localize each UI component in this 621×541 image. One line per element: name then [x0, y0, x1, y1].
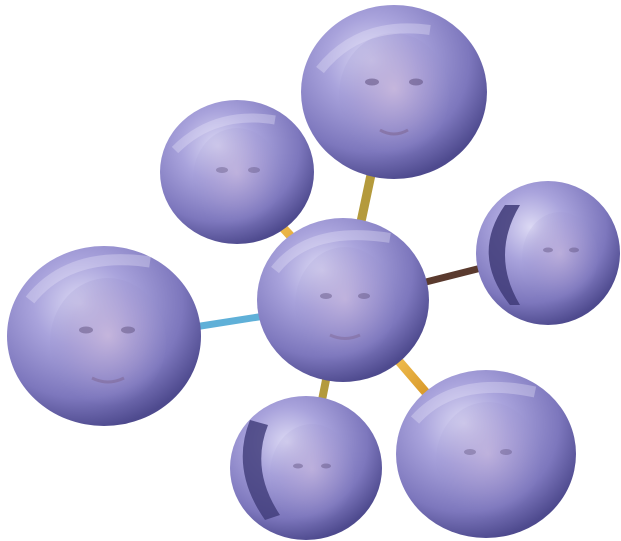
face-sphere-right	[476, 181, 620, 325]
face-sphere-bottom-right	[396, 370, 576, 538]
face-sphere-bottom-middle	[230, 396, 382, 540]
face-sphere-upper-left	[160, 100, 314, 244]
face-sphere-top	[301, 5, 487, 179]
face-sphere-center	[257, 218, 429, 382]
spheres	[7, 5, 620, 540]
face-sphere-left	[7, 246, 201, 426]
